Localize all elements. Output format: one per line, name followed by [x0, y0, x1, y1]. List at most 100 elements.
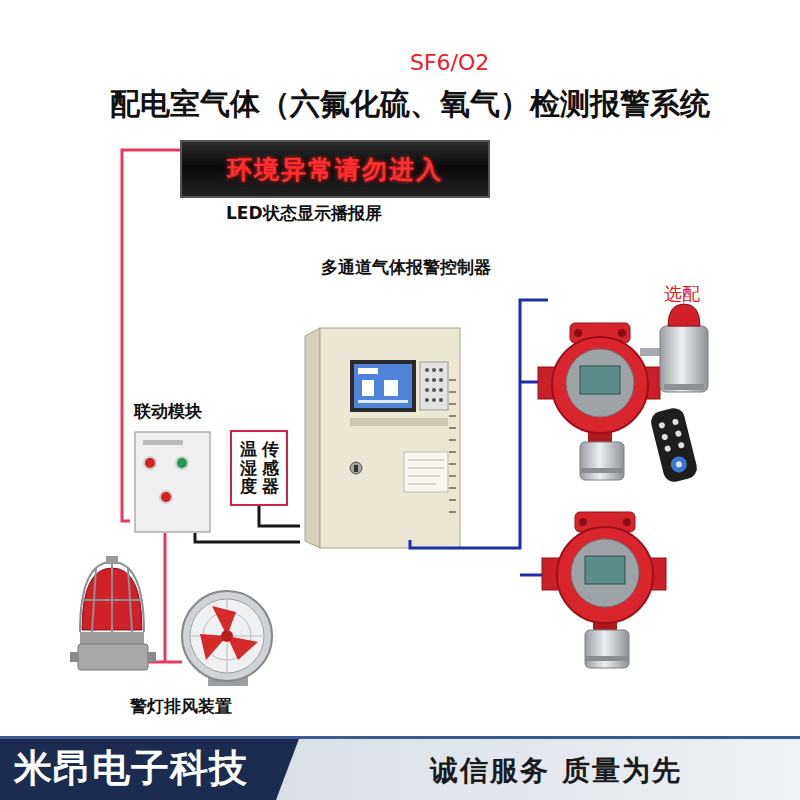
led-screen: 环境异常请勿进入: [180, 140, 490, 198]
remote-control: [675, 430, 682, 437]
warning-light-fan: [190, 599, 264, 673]
controller-cabinet: [408, 460, 444, 484]
warning-light-fan: [80, 562, 144, 632]
controller-cabinet: [439, 378, 443, 382]
slogan: 诚信服务 质量为先: [430, 752, 682, 790]
controller-cabinet: [425, 398, 429, 402]
controller-cabinet: [449, 403, 456, 405]
linkage-module-box: [143, 456, 157, 470]
linkage-module-box: [145, 458, 155, 468]
warning-light-fan: [106, 556, 118, 564]
linkage-module-box: [143, 440, 183, 445]
gas-detector: [552, 337, 648, 433]
gas-detector: [580, 468, 624, 473]
warning-light-fan: [221, 630, 233, 642]
node-text: 多通道气体报警控制器: [300, 256, 511, 279]
controller-cabinet: [305, 328, 460, 548]
led-display: 环境异常请勿进入 LED状态显示播报屏: [180, 140, 490, 225]
sound-light-alarm: [664, 384, 704, 390]
remote-control: [649, 406, 699, 484]
sound-light-alarm: [668, 304, 700, 326]
node-text: 联动模块: [130, 400, 224, 423]
warning-light-fan: [200, 606, 258, 660]
gas-detector: [538, 323, 660, 480]
controller-cabinet: [449, 499, 456, 501]
gas-detector: [585, 630, 629, 668]
warning-fan-unit: 警灯排风装置: [70, 555, 291, 720]
wire-connector: [164, 533, 167, 555]
controller-cabinet: [432, 398, 436, 402]
controller-cabinet: [358, 400, 408, 403]
wire-connector: [195, 533, 300, 542]
controller-cabinet: [449, 391, 456, 393]
linkage-module-box: [135, 432, 210, 532]
controller-cabinet: [408, 476, 440, 477]
gas-detector: [623, 518, 631, 526]
warning-light-fan: [78, 644, 148, 670]
node-text: 警灯排风装置: [70, 695, 291, 718]
alarm-controller: 多通道气体报警控制器: [300, 256, 511, 548]
gas-detector: [579, 518, 587, 526]
controller-cabinet: [350, 462, 362, 474]
controller-cabinet: [425, 388, 429, 392]
controller-cabinet: [408, 460, 444, 461]
signal-wire: [410, 300, 548, 575]
controller-cabinet: [449, 439, 456, 441]
wire-connector: [259, 506, 300, 526]
brand-band: [0, 736, 800, 739]
gas-detector: [585, 656, 629, 661]
warning-light-fan: [148, 652, 156, 662]
brand-band: [0, 736, 800, 800]
gas-label: SF6/O2: [410, 50, 489, 75]
temp-humidity-sensor: 温湿度传感器: [230, 430, 288, 506]
sound-light-alarm: [660, 326, 708, 392]
gas-detector: [542, 512, 666, 668]
brand-band: [0, 736, 800, 800]
controller-cabinet: [449, 463, 456, 465]
gas-detector: [557, 527, 653, 623]
controller-cabinet: [449, 511, 456, 513]
diagram-title: 配电室气体（六氟化硫、氧气）检测报警系统: [0, 84, 800, 125]
controller-cabinet: [305, 328, 320, 548]
controller-cabinet: [320, 328, 460, 548]
controller-cabinet: [449, 487, 456, 489]
option-note: 选配: [664, 282, 700, 306]
controller-cabinet: [449, 427, 456, 429]
sound-light-alarm: [640, 304, 708, 392]
node-text: 温湿度: [240, 440, 257, 496]
wire-connector: [122, 150, 180, 521]
controller-cabinet: [408, 468, 444, 469]
remote-control: [658, 422, 665, 429]
remote-control: [661, 433, 668, 440]
linkage-module-box: [159, 490, 173, 504]
controller-cabinet: [449, 379, 456, 381]
controller-cabinet: [354, 364, 412, 408]
controller-cabinet: [420, 362, 448, 410]
node-text: 传感器: [262, 440, 279, 496]
gas-detector: [580, 366, 620, 394]
warning-light-fan: [70, 652, 78, 662]
controller-cabinet: [384, 380, 398, 396]
warning-light-fan: [80, 562, 144, 632]
controller-cabinet: [439, 398, 443, 402]
node-text: 环境异常请勿进入: [227, 153, 443, 186]
controller-cabinet: [425, 368, 443, 402]
linkage-module-box: [175, 456, 189, 470]
controller-cabinet: [354, 465, 358, 472]
linkage-module: 联动模块: [130, 400, 224, 533]
controller-cabinet: [449, 415, 456, 417]
controller-cabinet: [350, 418, 448, 426]
gas-detector: [618, 329, 626, 337]
controller-cabinet: [358, 368, 378, 374]
warning-light-fan: [182, 591, 272, 681]
warning-light-fan: [111, 562, 113, 632]
controller-cabinet: [362, 380, 374, 396]
controller-cabinet: [408, 484, 436, 485]
linkage-module-box: [135, 432, 210, 532]
gas-detector: [566, 349, 634, 417]
controller-cabinet: [449, 451, 456, 453]
remote-control: [675, 461, 682, 468]
node-text: LED状态显示播报屏: [180, 202, 490, 225]
controller-cabinet: [404, 452, 448, 492]
